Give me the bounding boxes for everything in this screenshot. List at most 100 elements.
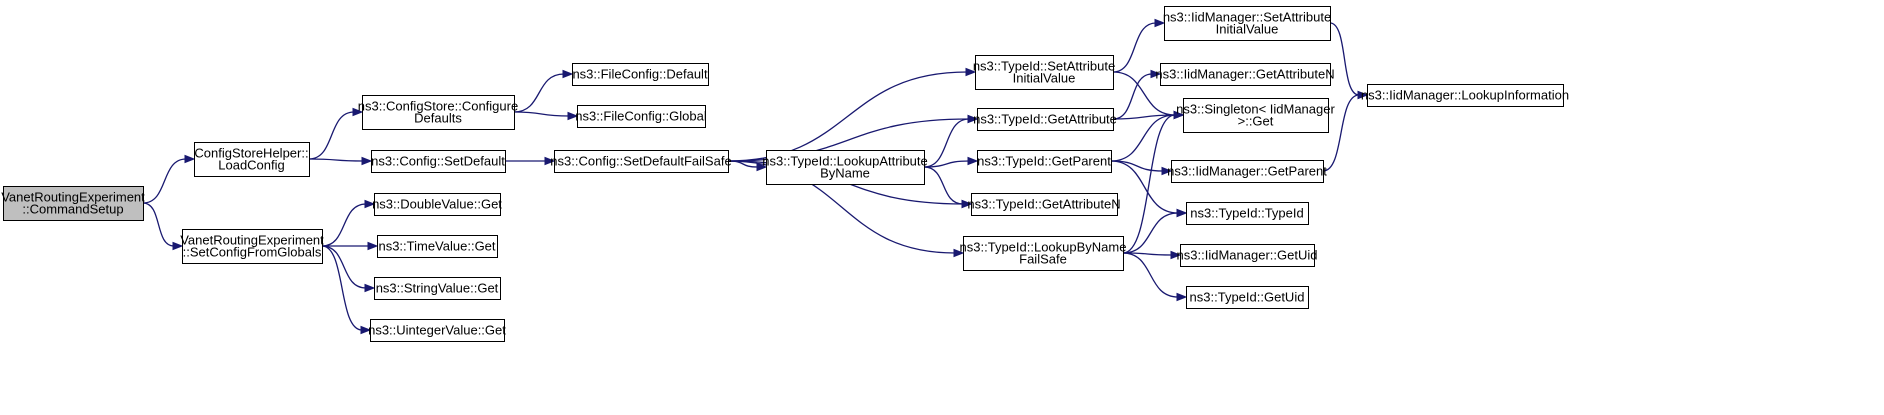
node-ns3-iidmanager-getparent[interactable]: ns3::IidManager::GetParent xyxy=(1167,160,1327,183)
node-box[interactable] xyxy=(377,235,498,258)
edge-line xyxy=(923,166,964,205)
edge-arrowhead-icon xyxy=(544,156,556,166)
edge-line xyxy=(1122,114,1176,254)
edge-arrowhead-icon xyxy=(1161,166,1173,176)
edge-arrow xyxy=(308,156,373,166)
node-box[interactable] xyxy=(374,277,501,300)
node-ns3-fileconfig-global[interactable]: ns3::FileConfig::Global xyxy=(575,105,707,128)
node-label: VanetRoutingExperiment xyxy=(1,190,145,205)
node-box[interactable] xyxy=(1160,63,1331,86)
node-label: ns3::IidManager::GetUid xyxy=(1177,248,1318,263)
node-box[interactable] xyxy=(194,142,310,177)
node-ns3-fileconfig-default[interactable]: ns3::FileConfig::Default xyxy=(572,63,709,86)
node-vanetroutingexperiment-commandsetup[interactable]: VanetRoutingExperiment::CommandSetup xyxy=(1,186,145,221)
nodes-layer: VanetRoutingExperiment::CommandSetup Conf… xyxy=(1,6,1569,342)
node-box[interactable] xyxy=(554,150,729,173)
node-ns3-typeid-getparent[interactable]: ns3::TypeId::GetParent xyxy=(977,150,1112,173)
edge-line xyxy=(513,111,570,117)
edge-line xyxy=(308,158,364,162)
node-label: ConfigStoreHelper:: xyxy=(194,146,308,161)
node-box[interactable] xyxy=(1180,244,1315,267)
edge-line xyxy=(727,71,968,162)
edge-arrowhead-icon xyxy=(364,199,376,209)
edge-arrowhead-icon xyxy=(364,283,376,293)
edge-line xyxy=(923,118,970,168)
edge-arrowhead-icon xyxy=(1173,110,1185,120)
node-label: InitialValue xyxy=(1013,71,1076,86)
node-ns3-typeid-getattribute[interactable]: ns3::TypeId::GetAttribute xyxy=(973,108,1117,131)
node-label: ns3::DoubleValue::Get xyxy=(372,197,502,212)
node-label: ns3::StringValue::Get xyxy=(376,281,499,296)
node-label: ns3::TypeId::SetAttribute xyxy=(973,59,1115,74)
node-box[interactable] xyxy=(1186,286,1309,309)
edge-arrowhead-icon xyxy=(1150,69,1162,79)
edge-arrow xyxy=(513,111,579,121)
node-box[interactable] xyxy=(374,193,501,216)
edge-line xyxy=(513,73,565,113)
edge-line xyxy=(142,202,175,247)
node-label: ns3::IidManager::GetAttributeN xyxy=(1155,67,1334,82)
node-vanetroutingexperiment-setconfigfromglobals[interactable]: VanetRoutingExperiment::SetConfigFromGlo… xyxy=(180,229,324,264)
edge-arrowhead-icon xyxy=(961,199,973,209)
edge-arrow xyxy=(513,69,574,113)
node-label: ns3::TypeId::LookupAttribute xyxy=(762,154,928,169)
node-ns3-iidmanager-setattribute-initialvalue[interactable]: ns3::IidManager::SetAttributeInitialValu… xyxy=(1163,6,1331,41)
node-box[interactable] xyxy=(1171,160,1324,183)
node-label: ns3::Config::SetDefaultFailSafe xyxy=(550,154,731,169)
node-box[interactable] xyxy=(371,150,506,173)
node-box[interactable] xyxy=(1183,98,1329,133)
node-box[interactable] xyxy=(1367,84,1564,107)
node-box[interactable] xyxy=(370,319,505,342)
edge-arrowhead-icon xyxy=(1154,18,1166,28)
node-ns3-config-setdefaultfailsafe[interactable]: ns3::Config::SetDefaultFailSafe xyxy=(550,150,732,173)
node-box[interactable] xyxy=(362,95,515,130)
node-ns3-typeid-getattributen[interactable]: ns3::TypeId::GetAttributeN xyxy=(967,193,1121,216)
edge-line xyxy=(1112,22,1157,73)
edge-arrowhead-icon xyxy=(1176,292,1188,302)
node-box[interactable] xyxy=(1186,202,1309,225)
node-ns3-timevalue-get[interactable]: ns3::TimeValue::Get xyxy=(377,235,498,258)
node-box[interactable] xyxy=(1164,6,1331,41)
edge-arrow xyxy=(321,199,376,247)
node-box[interactable] xyxy=(3,186,144,221)
edge-line xyxy=(923,160,970,168)
edge-line xyxy=(1122,212,1179,254)
edge-line xyxy=(1110,114,1176,162)
node-ns3-iidmanager-lookupinformation[interactable]: ns3::IidManager::LookupInformation xyxy=(1361,84,1569,107)
node-box[interactable] xyxy=(977,150,1112,173)
node-box[interactable] xyxy=(766,150,925,185)
node-box[interactable] xyxy=(182,229,323,264)
edge-arrow xyxy=(1112,69,1162,120)
edge-arrowhead-icon xyxy=(1170,250,1182,260)
node-box[interactable] xyxy=(977,108,1114,131)
node-configstorehelper-loadconfig[interactable]: ConfigStoreHelper::LoadConfig xyxy=(194,142,310,177)
edge-line xyxy=(1322,94,1360,172)
node-ns3-typeid-typeid[interactable]: ns3::TypeId::TypeId xyxy=(1186,202,1309,225)
node-ns3-config-setdefault[interactable]: ns3::Config::SetDefault xyxy=(371,150,506,173)
node-box[interactable] xyxy=(577,105,706,128)
node-ns3-uintegervalue-get[interactable]: ns3::UintegerValue::Get xyxy=(368,319,506,342)
edge-arrowhead-icon xyxy=(567,111,579,121)
edge-line xyxy=(308,111,355,160)
node-ns3-iidmanager-getuid[interactable]: ns3::IidManager::GetUid xyxy=(1177,244,1318,267)
node-ns3-doublevalue-get[interactable]: ns3::DoubleValue::Get xyxy=(372,193,502,216)
node-box[interactable] xyxy=(572,63,709,86)
edge-arrow xyxy=(727,67,977,162)
node-label: ByName xyxy=(820,166,870,181)
node-ns3-stringvalue-get[interactable]: ns3::StringValue::Get xyxy=(374,277,501,300)
node-label: ns3::TypeId::GetUid xyxy=(1190,290,1305,305)
node-ns3-singleton-iidmanager-get[interactable]: ns3::Singleton< IidManager>::Get xyxy=(1176,98,1335,133)
edge-line xyxy=(1329,22,1360,96)
edge-line xyxy=(142,158,187,204)
node-box[interactable] xyxy=(963,236,1124,271)
node-ns3-iidmanager-getattributen[interactable]: ns3::IidManager::GetAttributeN xyxy=(1155,63,1335,86)
node-box[interactable] xyxy=(971,193,1118,216)
node-box[interactable] xyxy=(975,55,1114,90)
node-ns3-typeid-getuid[interactable]: ns3::TypeId::GetUid xyxy=(1186,286,1309,309)
edge-arrow xyxy=(1322,90,1369,172)
edge-arrow xyxy=(1122,250,1182,260)
